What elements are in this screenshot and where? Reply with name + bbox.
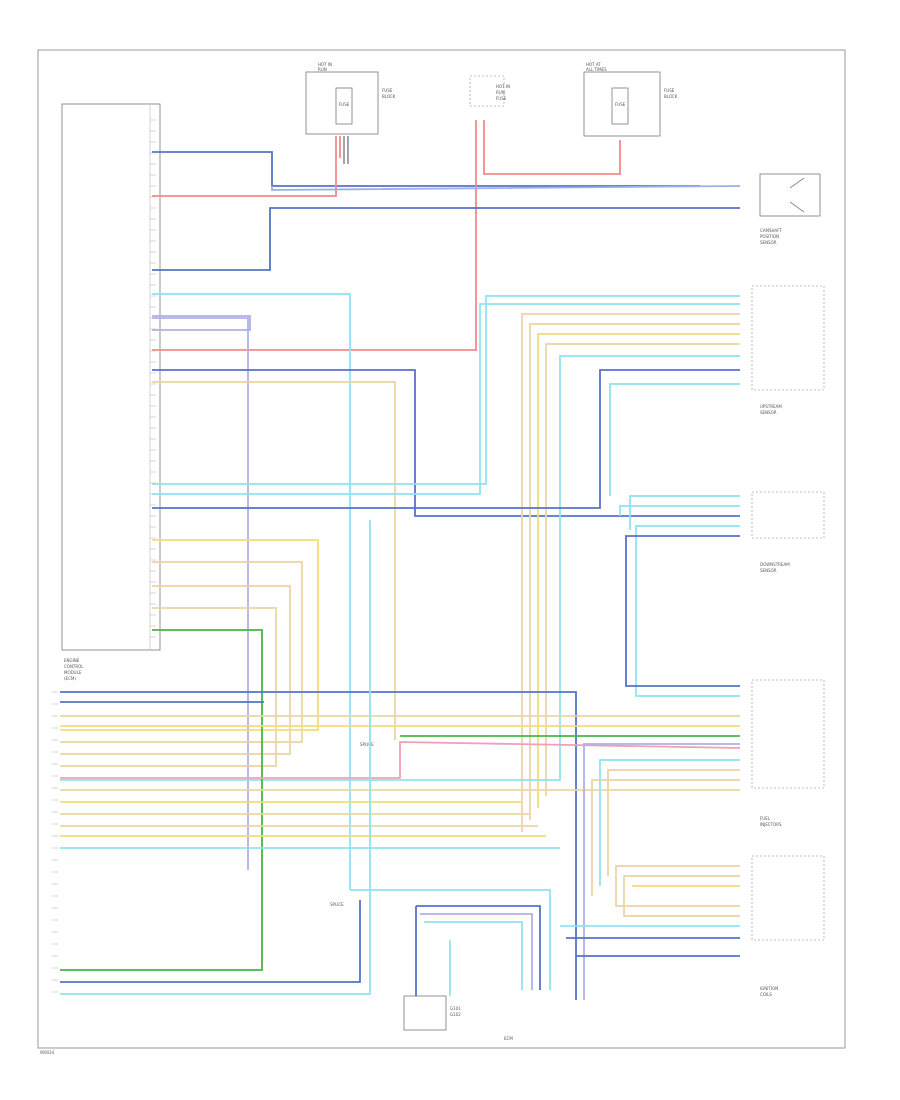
splice-label-1: SPLICE	[360, 742, 374, 747]
wire-0	[152, 151, 700, 187]
fuse-c-label: FUSE	[615, 102, 626, 107]
cam-sensor: CAMSHAFT POSITION SENSOR	[759, 173, 821, 245]
fuse-b-label: FUSE	[496, 96, 507, 101]
wire-9	[152, 293, 351, 890]
downstream-sensor-connector: DOWNSTREAM SENSOR	[751, 491, 825, 573]
hot-in-run-left-label-1: HOT IN	[318, 62, 332, 67]
wire-29	[60, 585, 291, 755]
ignition-coils-label-1: IGNITION	[760, 986, 778, 991]
wire-21	[152, 369, 740, 509]
fuse-block-right-label-1: FUSE	[664, 88, 675, 93]
ecm-label-3: MODULE	[64, 670, 82, 675]
ground-box: G101 G102 ECM	[403, 995, 513, 1041]
diagram-frame	[37, 49, 846, 1049]
engine-control-module: ENGINE CONTROL MODULE (ECM)	[61, 103, 161, 681]
fuse-block-right-label-2: BLOCK	[664, 94, 678, 99]
splice-label-2: SPLICE	[330, 902, 344, 907]
ground-label-2: G102	[450, 1012, 461, 1017]
wire-32	[60, 691, 577, 1000]
wire-28	[60, 561, 303, 743]
ecm-label-1: ENGINE	[64, 658, 80, 663]
ground-label-1: G101	[450, 1006, 461, 1011]
wire-60	[60, 900, 361, 983]
wire-27	[60, 539, 319, 731]
wire-14	[152, 295, 740, 485]
cam-sensor-label-1: CAMSHAFT	[760, 228, 782, 233]
hot-in-run-left-label-2: RUN	[318, 67, 327, 72]
page-code: W0034	[40, 1050, 55, 1055]
fuse-a-label: FUSE	[339, 102, 350, 107]
ignition-coils-connector: IGNITION COILS	[751, 855, 825, 997]
wire-30	[60, 607, 277, 767]
wire-23	[629, 495, 740, 530]
wire-20	[60, 355, 740, 781]
wire-47	[583, 743, 740, 1000]
wire-10	[152, 315, 251, 331]
fuel-injectors-label-1: FUEL	[760, 816, 771, 821]
ignition-coils-label-2: COILS	[760, 992, 772, 997]
fuel-injectors-connector: FUEL INJECTORS	[751, 679, 825, 827]
upstream-sensor-label-1: UPSTREAM	[760, 404, 782, 409]
fuse-box-left: HOT IN RUN FUSE BLOCK FUSE	[305, 62, 396, 135]
ecm-label-4: (ECM)	[64, 676, 76, 681]
fuse-box-right: HOT AT ALL TIMES FUSE BLOCK FUSE	[583, 62, 678, 137]
wire-3	[483, 120, 621, 175]
wire-31	[60, 629, 263, 971]
ecm-label-2: CONTROL	[64, 664, 84, 669]
wire-46	[591, 779, 740, 896]
wire-5	[152, 207, 740, 271]
wire-61	[60, 520, 371, 995]
wire-17	[529, 323, 740, 820]
wire-54	[350, 889, 551, 990]
wire-16	[521, 313, 740, 832]
downstream-sensor-label-1: DOWNSTREAM	[760, 562, 790, 567]
upstream-sensor-label-2: SENSOR	[760, 410, 777, 415]
wire-49	[623, 875, 740, 917]
bottom-center-label: ECM	[504, 1036, 513, 1041]
hot-at-all-label-2: ALL TIMES	[586, 67, 607, 72]
wire-group	[60, 120, 741, 1000]
wire-6	[271, 185, 741, 191]
wire-1	[152, 136, 337, 197]
cam-sensor-label-3: SENSOR	[760, 240, 777, 245]
wire-18	[537, 333, 740, 808]
wire-56	[420, 913, 533, 990]
wire-12	[152, 369, 740, 517]
wire-11	[152, 317, 249, 870]
wire-24	[619, 505, 740, 516]
wire-25	[635, 525, 740, 697]
wire-15	[152, 303, 740, 495]
wire-48	[615, 865, 740, 907]
wire-13	[152, 381, 396, 740]
wire-22	[609, 383, 740, 496]
wire-57	[424, 921, 523, 990]
hot-in-run-mid-label-2: RUN	[496, 90, 505, 95]
fuse-block-left-label-1: FUSE	[382, 88, 393, 93]
module-pins	[52, 119, 156, 993]
hot-at-all-label-1: HOT AT	[586, 62, 601, 67]
fuse-block-left-label-2: BLOCK	[382, 94, 396, 99]
wire-45	[607, 769, 740, 876]
wire-4	[152, 120, 477, 351]
hot-in-run-mid-label-1: HOT IN	[496, 84, 510, 89]
cam-sensor-label-2: POSITION	[760, 234, 779, 239]
upstream-sensor-connector: UPSTREAM SENSOR	[751, 285, 825, 415]
wire-19	[545, 343, 740, 796]
wire-55	[416, 905, 541, 990]
downstream-sensor-label-2: SENSOR	[760, 568, 777, 573]
fuse-box-middle: HOT IN RUN FUSE	[469, 75, 510, 107]
wire-44	[599, 759, 740, 886]
wire-26	[625, 535, 740, 687]
fuel-injectors-label-2: INJECTORS	[760, 822, 782, 827]
wire-37	[60, 741, 741, 779]
